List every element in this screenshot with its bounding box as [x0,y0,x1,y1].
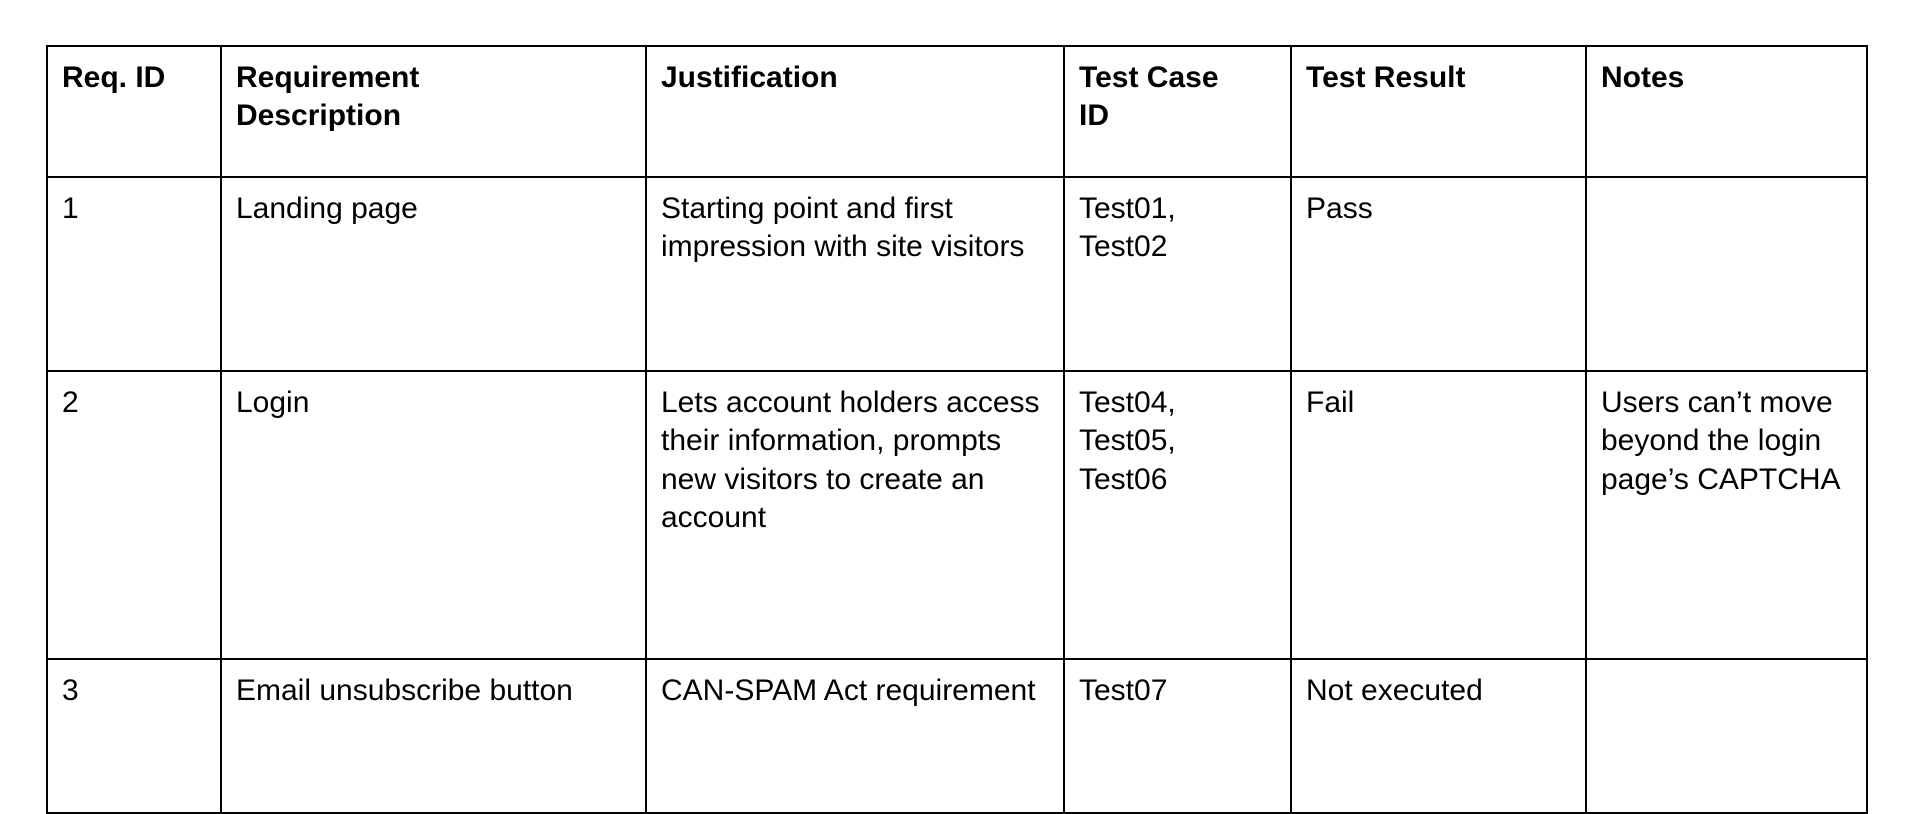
column-header-req-id-label: Req. ID [62,61,166,94]
table-row: 1 Landing page Starting point and first … [46,175,1868,372]
cell-test-result-value: Fail [1306,385,1355,419]
column-header-test-case-id-label: Test Case ID [1079,61,1219,133]
column-header-notes-label: Notes [1601,61,1685,94]
cell-test-case-id: Test01, Test02 [1063,175,1292,372]
cell-requirement-description: Email unsubscribe button [220,657,647,814]
table-header: Req. ID Requirement Description Justific… [46,45,1868,178]
cell-justification-value: Lets account holders access their inform… [661,385,1040,534]
cell-req-id: 3 [46,657,222,814]
cell-justification-value: CAN-SPAM Act requirement [661,673,1036,707]
cell-test-result-value: Pass [1306,191,1373,225]
column-header-req-id: Req. ID [46,45,222,178]
cell-req-id: 1 [46,175,222,372]
cell-test-case-id-value: Test07 [1079,673,1168,707]
cell-justification: Lets account holders access their inform… [645,369,1065,660]
cell-req-id-value: 2 [62,385,79,419]
cell-req-id-value: 3 [62,673,79,707]
cell-test-result-value: Not executed [1306,673,1483,707]
cell-test-case-id: Test07 [1063,657,1292,814]
cell-notes-value: Users can’t move beyond the login page’s… [1601,385,1841,496]
cell-requirement-description-value: Login [236,385,310,419]
cell-justification: Starting point and first impression with… [645,175,1065,372]
table-row: 2 Login Lets account holders access thei… [46,369,1868,660]
cell-requirement-description-value: Email unsubscribe button [236,673,573,707]
cell-notes: Users can’t move beyond the login page’s… [1585,369,1868,660]
cell-justification-value: Starting point and first impression with… [661,191,1025,264]
cell-test-case-id-value: Test04, Test05, Test06 [1079,385,1176,496]
cell-requirement-description-value: Landing page [236,191,418,225]
table-row: 3 Email unsubscribe button CAN-SPAM Act … [46,657,1868,814]
cell-notes [1585,657,1868,814]
table-header-row: Req. ID Requirement Description Justific… [46,45,1868,178]
column-header-requirement-description-label: Requirement Description [236,61,420,133]
cell-req-id: 2 [46,369,222,660]
column-header-test-result: Test Result [1290,45,1587,178]
cell-req-id-value: 1 [62,191,79,225]
column-header-justification-label: Justification [661,61,838,94]
requirements-traceability-table: Req. ID Requirement Description Justific… [46,45,1868,814]
column-header-justification: Justification [645,45,1065,178]
column-header-test-result-label: Test Result [1306,61,1466,94]
column-header-test-case-id: Test Case ID [1063,45,1292,178]
cell-requirement-description: Login [220,369,647,660]
table-body: 1 Landing page Starting point and first … [46,175,1868,814]
cell-test-case-id-value: Test01, Test02 [1079,191,1176,264]
cell-requirement-description: Landing page [220,175,647,372]
cell-test-result: Pass [1290,175,1587,372]
cell-test-result: Fail [1290,369,1587,660]
cell-notes [1585,175,1868,372]
column-header-notes: Notes [1585,45,1868,178]
cell-test-case-id: Test04, Test05, Test06 [1063,369,1292,660]
column-header-requirement-description: Requirement Description [220,45,647,178]
cell-justification: CAN-SPAM Act requirement [645,657,1065,814]
cell-test-result: Not executed [1290,657,1587,814]
